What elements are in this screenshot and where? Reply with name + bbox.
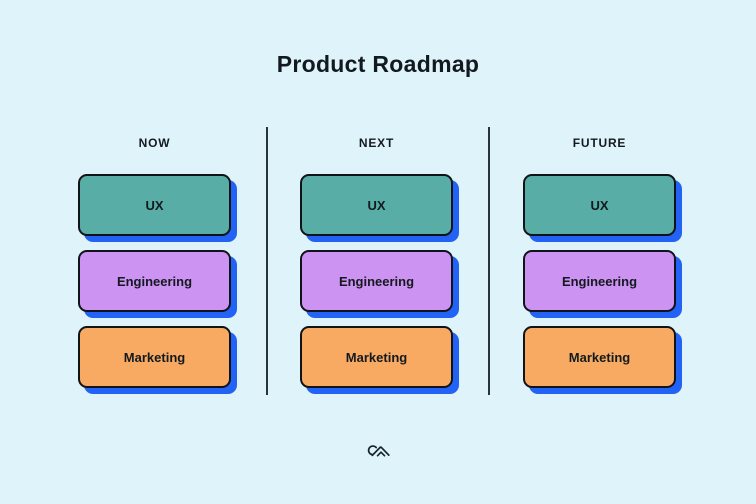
column-now: NOW UX Engineering Marketing	[78, 0, 231, 504]
card-label: UX	[590, 197, 609, 213]
card-label: Engineering	[561, 273, 638, 289]
brand-logo-icon	[366, 442, 393, 460]
column-next: NEXT UX Engineering Marketing	[300, 0, 453, 504]
card-now-ux[interactable]: UX	[78, 174, 231, 236]
card-label: Engineering	[116, 273, 193, 289]
card-label: UX	[145, 197, 164, 213]
card-next-engineering[interactable]: Engineering	[300, 250, 453, 312]
card-label: Marketing	[123, 349, 186, 365]
card-label: Marketing	[568, 349, 631, 365]
card-now-engineering[interactable]: Engineering	[78, 250, 231, 312]
card-future-ux[interactable]: UX	[523, 174, 676, 236]
card-next-marketing[interactable]: Marketing	[300, 326, 453, 388]
column-divider	[266, 127, 268, 395]
column-divider	[488, 127, 490, 395]
card-label: UX	[367, 197, 386, 213]
column-header-future: FUTURE	[572, 136, 627, 150]
column-header-now: NOW	[138, 136, 171, 150]
card-future-engineering[interactable]: Engineering	[523, 250, 676, 312]
card-next-ux[interactable]: UX	[300, 174, 453, 236]
card-label: Engineering	[338, 273, 415, 289]
card-future-marketing[interactable]: Marketing	[523, 326, 676, 388]
column-header-next: NEXT	[358, 136, 395, 150]
column-future: FUTURE UX Engineering Marketing	[523, 0, 676, 504]
card-label: Marketing	[345, 349, 408, 365]
page-title: Product Roadmap	[276, 51, 480, 77]
card-now-marketing[interactable]: Marketing	[78, 326, 231, 388]
